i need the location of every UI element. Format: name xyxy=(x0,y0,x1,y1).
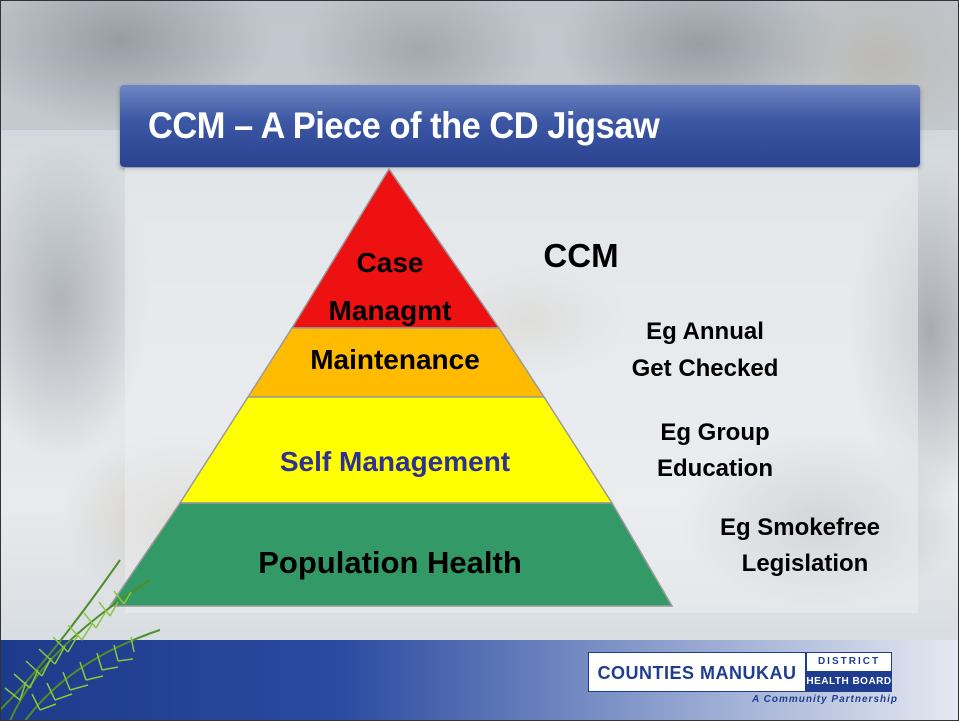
pyramid-tier-population-health xyxy=(108,502,674,607)
logo-health-board-text: HEALTH BOARD xyxy=(806,672,892,692)
slide-title: CCM – A Piece of the CD Jigsaw xyxy=(148,105,660,146)
tier-label-case: Case xyxy=(356,247,424,278)
fern-icon xyxy=(0,559,160,721)
side-label-self-example-line2: Education xyxy=(656,455,773,482)
side-label-population-example-line1: Eg Smokefree xyxy=(719,514,881,541)
tier-label-maintenance: Maintenance xyxy=(310,344,480,375)
side-label-maintenance-example-line1: Eg Annual xyxy=(646,318,764,345)
tier-label-managmt: Managmt xyxy=(328,295,452,326)
side-label-population-example-line2: Legislation xyxy=(741,550,869,577)
tier-label-population-health: Population Health xyxy=(258,545,522,580)
side-label-ccm: CCM xyxy=(543,237,619,274)
side-label-maintenance-example-line2: Get Checked xyxy=(631,355,779,382)
title-bar xyxy=(120,85,920,167)
tier-label-self-management: Self Management xyxy=(279,446,511,477)
logo-district-text: DISTRICT xyxy=(806,652,892,672)
logo-main-text: COUNTIES MANUKAU xyxy=(588,652,806,692)
counties-manukau-logo: COUNTIES MANUKAU DISTRICT HEALTH BOARD A… xyxy=(588,652,902,710)
side-label-self-example-line1: Eg Group xyxy=(660,419,770,446)
logo-tagline: A Community Partnership xyxy=(752,694,898,705)
